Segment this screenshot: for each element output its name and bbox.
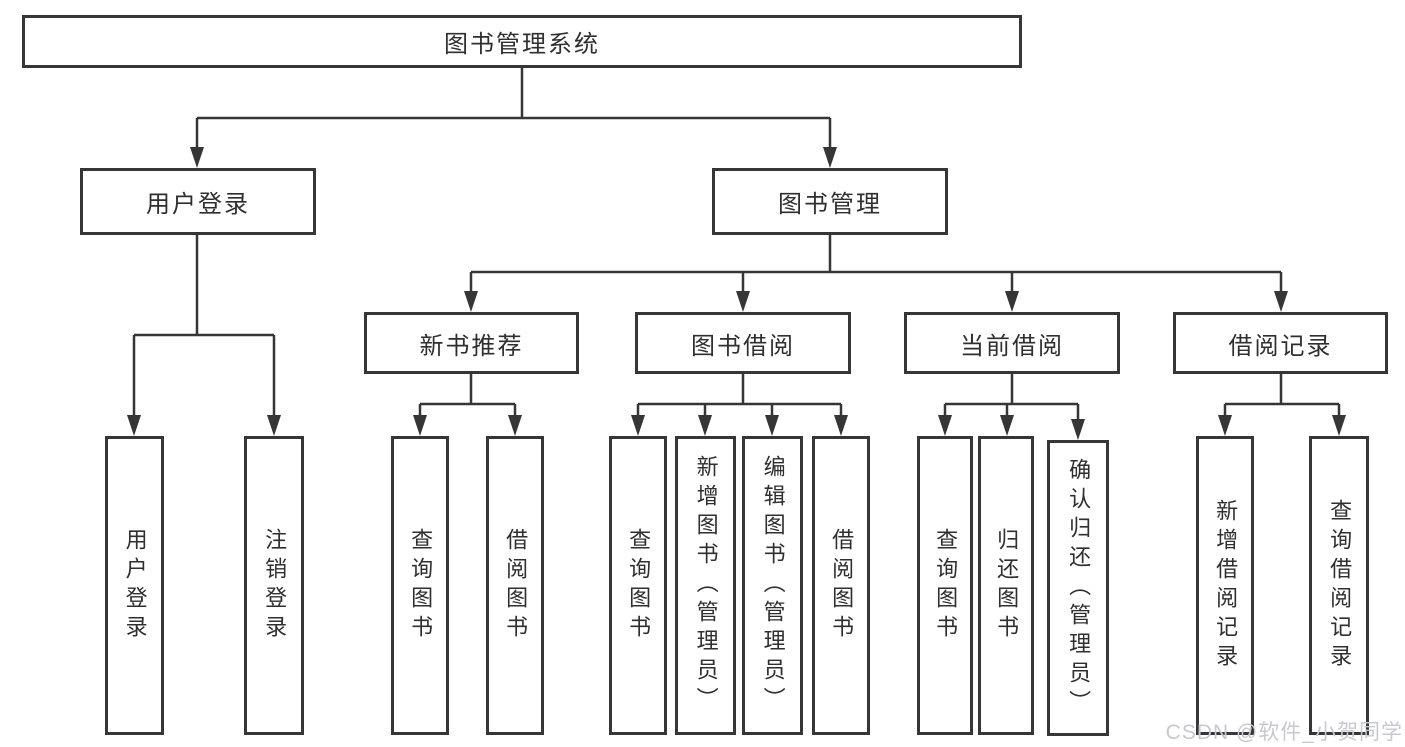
arrow-down-icon [765,415,779,436]
arrowheads [127,147,1346,440]
leaf-logout: 注销登录 [244,436,304,735]
connector-currentborrow-branch [943,374,1080,421]
node-user-login: 用户登录 [80,168,316,235]
arrow-down-icon [631,415,645,436]
node-root-label: 图书管理系统 [444,31,600,58]
leaf-bb-query-books: 查询图书 [609,436,667,735]
leaf-cb-confirm-return-label: 确认归还（管理员） [1066,457,1092,719]
leaf-user-login: 用户登录 [105,436,164,735]
node-root: 图书管理系统 [22,15,1022,68]
arrow-down-icon [823,147,837,168]
arrow-down-icon [834,415,848,436]
arrow-down-icon [127,415,141,436]
node-borrow-records-label: 借阅记录 [1228,332,1333,360]
arrow-down-icon [1005,291,1019,312]
arrow-down-icon [464,291,478,312]
node-book-borrow-label: 图书借阅 [691,332,795,360]
connector-newbookrec-branch [418,374,517,417]
leaf-cb-confirm-return: 确认归还（管理员） [1047,440,1109,736]
arrow-down-icon [1071,419,1085,440]
arrow-down-icon [267,415,281,436]
node-current-borrow: 当前借阅 [904,312,1120,374]
leaf-nbr-query-books: 查询图书 [391,436,449,735]
leaf-nbr-query-books-label: 查询图书 [408,527,434,644]
arrow-down-icon [1332,415,1346,436]
node-current-borrow-label: 当前借阅 [960,332,1064,360]
arrow-down-icon [1274,291,1288,312]
node-book-management-label: 图书管理 [778,191,882,218]
connector-bookmgmt-branch [469,235,1283,293]
node-book-borrow: 图书借阅 [635,312,851,374]
arrow-down-icon [698,415,712,436]
node-borrow-records: 借阅记录 [1173,312,1388,374]
leaf-cb-query-books: 查询图书 [917,436,973,735]
leaf-bb-edit-books: 编辑图书（管理员） [742,436,803,735]
arrow-down-icon [1218,415,1232,436]
leaf-bb-borrow-books-label: 借阅图书 [829,527,855,644]
leaf-nbr-borrow-books-label: 借阅图书 [503,527,529,644]
leaf-user-login-label: 用户登录 [122,527,148,644]
leaf-nbr-borrow-books: 借阅图书 [486,436,544,735]
arrow-down-icon [190,147,204,168]
node-user-login-label: 用户登录 [146,191,250,218]
node-book-management: 图书管理 [712,168,948,235]
csdn-watermark: CSDN @软件_小贺同学 [1165,721,1403,744]
leaf-cb-return-books-label: 归还图书 [994,527,1020,644]
leaf-logout-label: 注销登录 [262,527,288,644]
leaf-cb-return-books: 归还图书 [978,436,1034,735]
leaf-bb-query-books-label: 查询图书 [626,527,652,644]
leaf-bb-borrow-books: 借阅图书 [812,436,870,735]
connector-borrowrecords-branch [1223,374,1341,417]
leaf-cb-query-books-label: 查询图书 [933,527,959,644]
connector-root-span [195,116,832,149]
node-new-book-recommend-label: 新书推荐 [419,332,524,360]
connector-bookborrow-branch [636,374,843,417]
arrow-down-icon [938,415,952,436]
leaf-bb-add-books: 新增图书（管理员） [675,436,736,735]
connector-userlogin-branch [132,235,276,417]
leaf-br-query-record-label: 查询借阅记录 [1327,498,1353,673]
leaf-br-add-record-label: 新增借阅记录 [1213,498,1239,673]
node-new-book-recommend: 新书推荐 [364,312,579,374]
leaf-br-query-record: 查询借阅记录 [1309,436,1369,735]
arrow-down-icon [736,291,750,312]
leaf-bb-edit-books-label: 编辑图书（管理员） [760,455,786,716]
arrow-down-icon [508,415,522,436]
leaf-bb-add-books-label: 新增图书（管理员） [693,455,719,716]
arrow-down-icon [413,415,427,436]
arrow-down-icon [1000,415,1014,436]
leaf-br-add-record: 新增借阅记录 [1196,436,1254,735]
